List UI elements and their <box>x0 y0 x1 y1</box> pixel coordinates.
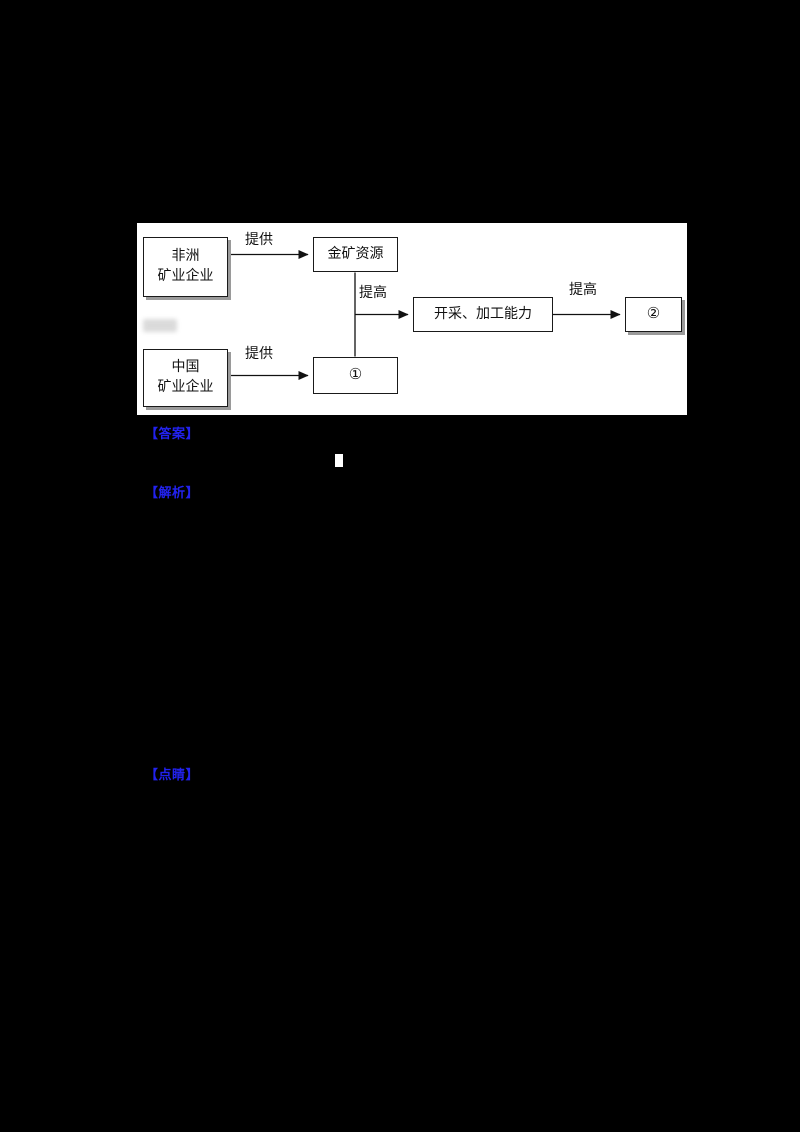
box-africa-line1: 非洲 <box>171 249 200 265</box>
answer-label: 【答案】 <box>145 426 200 441</box>
box-circle1-label: ① <box>348 367 363 383</box>
faint-artifact <box>143 319 177 332</box>
tip-label: 【点睛】 <box>145 767 200 782</box>
box-china-line1: 中国 <box>171 360 200 376</box>
box-china-line2: 矿业企业 <box>157 380 214 395</box>
box-mining-capability-label: 开采、加工能力 <box>434 306 532 322</box>
edge-label-provide-bottom: 提供 <box>245 347 273 362</box>
flowchart-panel: 非洲 矿业企业 金矿资源 开采、加工能力 ② 中国 矿业企业 ① 提供 提高 提… <box>137 223 687 415</box>
edge-label-provide-top: 提供 <box>245 233 273 248</box>
box-circle1: ① <box>313 357 398 394</box>
box-china-mining-enterprise: 中国 矿业企业 <box>143 349 228 407</box>
box-africa-mining-enterprise: 非洲 矿业企业 <box>143 237 228 297</box>
highlighted-glyph-block <box>335 454 343 467</box>
flowchart-connectors <box>229 249 621 381</box>
edge-label-improve-mid: 提高 <box>359 286 387 301</box>
box-circle2: ② <box>625 297 682 332</box>
box-gold-resource: 金矿资源 <box>313 237 398 272</box>
analysis-label: 【解析】 <box>145 485 200 500</box>
box-circle2-label: ② <box>646 306 661 322</box>
box-africa-line2: 矿业企业 <box>157 269 214 284</box>
box-gold-resource-label: 金矿资源 <box>327 246 384 262</box>
box-mining-capability: 开采、加工能力 <box>413 297 553 332</box>
edge-label-improve-right: 提高 <box>569 283 597 298</box>
